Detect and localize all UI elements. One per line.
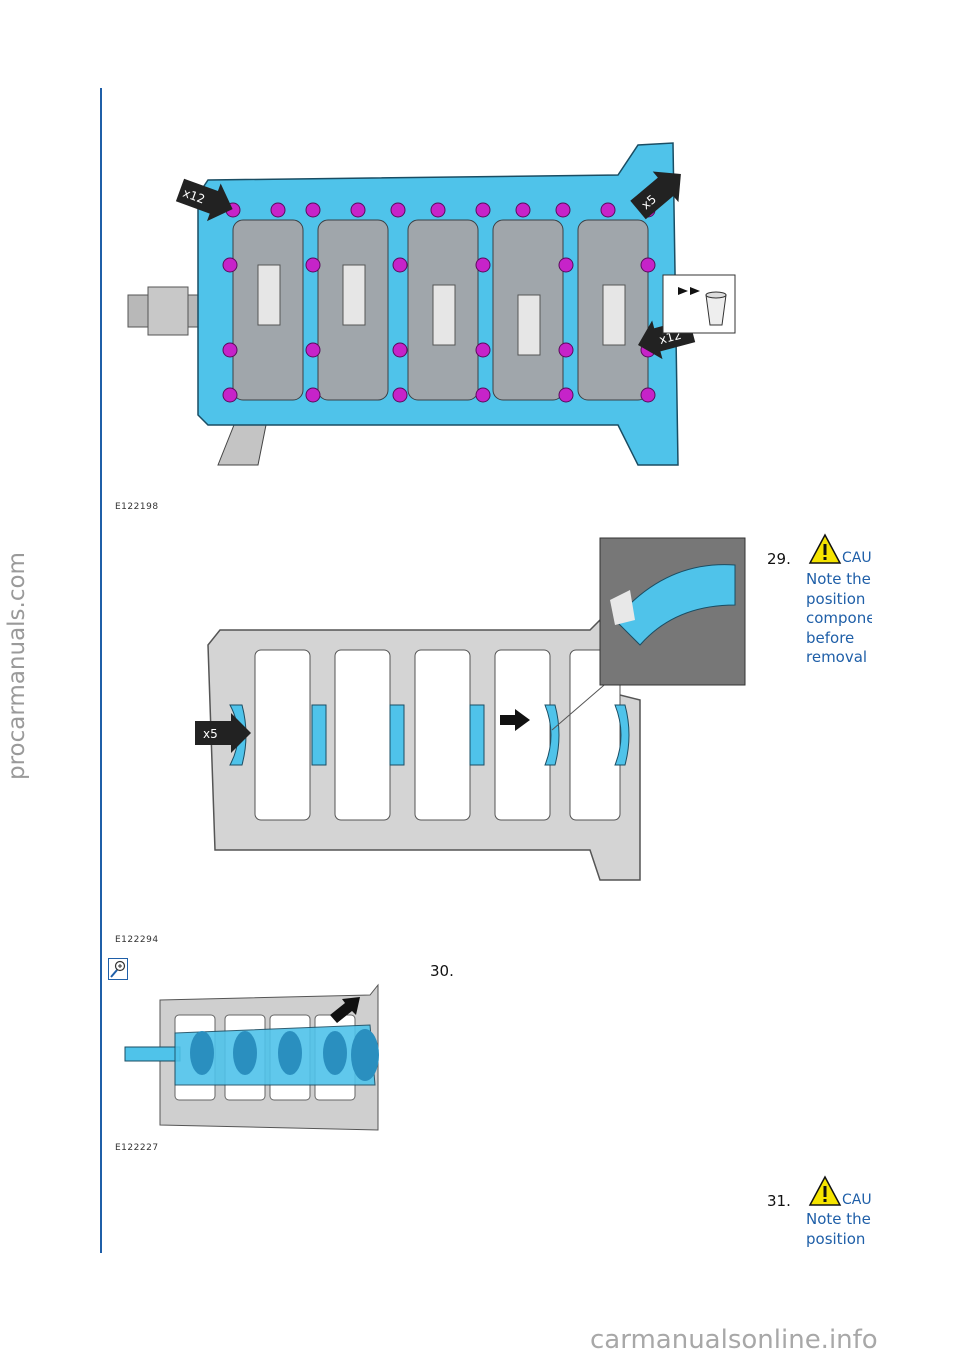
figure-code: E122227 xyxy=(115,1143,159,1153)
watermark-side: procarmanuals.com xyxy=(4,552,30,780)
caution-note: Note the position compone before removal xyxy=(806,570,872,666)
margin-rule xyxy=(100,88,102,1253)
step-number: 31. xyxy=(767,1192,791,1210)
figure-3-illustration xyxy=(124,983,379,1131)
warning-triangle-icon xyxy=(808,1175,842,1206)
caution-label: CAU xyxy=(842,550,872,566)
warning-triangle-icon xyxy=(808,533,842,564)
figure-1-illustration: x12 x5 x12 xyxy=(127,142,736,466)
callout-x5-fig2: x5 xyxy=(203,727,218,741)
figure-2-illustration: x5 xyxy=(195,537,746,881)
figure-code: E122294 xyxy=(115,935,159,945)
step-number: 29. xyxy=(767,550,791,568)
caution-label: CAU xyxy=(842,1192,872,1208)
watermark-bottom: carmanualsonline.info xyxy=(590,1325,878,1355)
zoom-icon[interactable] xyxy=(108,958,128,980)
step-number: 30. xyxy=(430,962,454,980)
figure-code: E122198 xyxy=(115,502,159,512)
caution-note: Note the position xyxy=(806,1210,871,1248)
